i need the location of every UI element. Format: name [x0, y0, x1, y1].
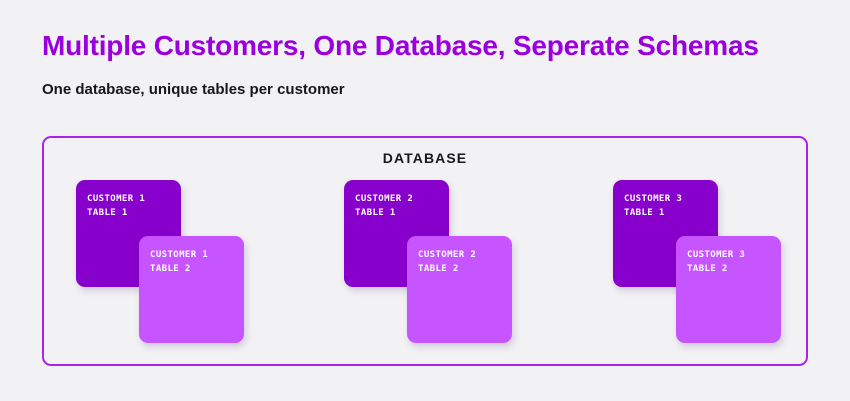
customer-3-table-2-card[interactable]: CUSTOMER 3 TABLE 2	[676, 236, 781, 343]
database-label: DATABASE	[382, 150, 468, 166]
card-line-table: TABLE 1	[87, 208, 128, 218]
card-line-table: TABLE 1	[355, 208, 396, 218]
card-line-table: TABLE 2	[150, 264, 191, 274]
customer-1-table-1-card[interactable]: CUSTOMER 1 TABLE 1	[76, 180, 181, 287]
card-line-table: TABLE 2	[687, 264, 728, 274]
page-title: Multiple Customers, One Database, Sepera…	[42, 30, 759, 61]
card-line-customer: CUSTOMER 2	[355, 194, 414, 204]
customer-group-1: CUSTOMER 1 TABLE 1 CUSTOMER 1 TABLE 2	[76, 180, 251, 345]
card-line-customer: CUSTOMER 3	[624, 194, 683, 204]
card-line-customer: CUSTOMER 3	[687, 250, 746, 260]
card-line-customer: CUSTOMER 1	[87, 194, 146, 204]
customer-group-3: CUSTOMER 3 TABLE 1 CUSTOMER 3 TABLE 2	[613, 180, 788, 345]
card-line-customer: CUSTOMER 2	[418, 250, 477, 260]
customer-group-2: CUSTOMER 2 TABLE 1 CUSTOMER 2 TABLE 2	[344, 180, 519, 345]
card-line-table: TABLE 1	[624, 208, 665, 218]
customer-2-table-2-card[interactable]: CUSTOMER 2 TABLE 2	[407, 236, 512, 343]
card-line-customer: CUSTOMER 1	[150, 250, 209, 260]
page-subtitle: One database, unique tables per customer	[42, 81, 345, 98]
database-container: DATABASE CUSTOMER 1 TABLE 1 CUSTOMER 1 T…	[42, 136, 808, 366]
customer-1-table-2-card[interactable]: CUSTOMER 1 TABLE 2	[139, 236, 244, 343]
card-line-table: TABLE 2	[418, 264, 459, 274]
